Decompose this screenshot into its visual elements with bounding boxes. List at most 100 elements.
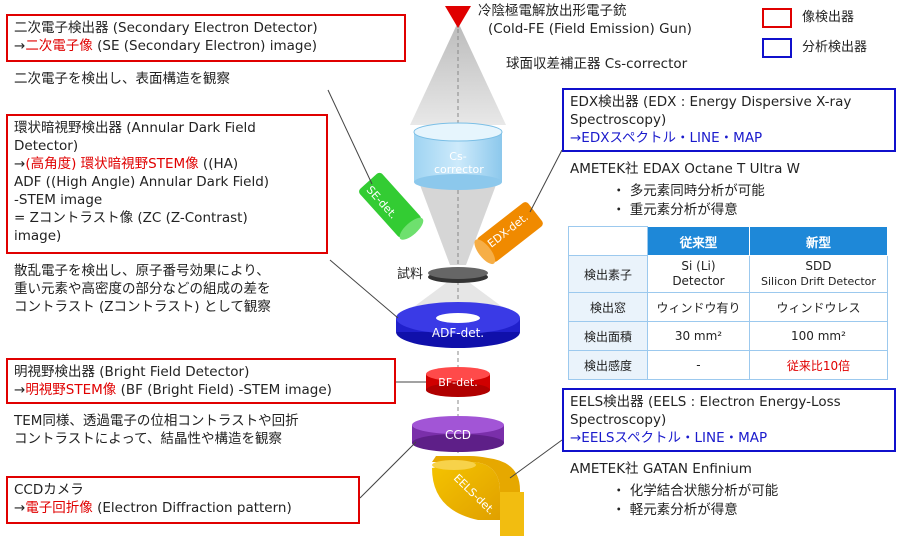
ccd-image-line: →電子回折像 (Electron Diffraction pattern) [14,499,352,517]
table-row: 検出素子 Si (Li)Detector SDD Silicon Drift De… [568,255,889,293]
old-line2: Detector [672,274,725,288]
se-image-rest: (SE (Secondary Electron) image) [92,38,318,54]
adf-line7: image) [14,228,62,244]
adf-desc-1: 散乱電子を検出し、原子番号効果により、 [14,263,270,279]
edx-detector-box: EDX検出器 (EDX : Energy Dispersive X-ray Sp… [562,88,896,152]
adf-line5: -STEM image [14,192,103,208]
eels-title-1: EELS検出器 (EELS : Electron Energy-Loss [570,394,841,410]
new-line2: Silicon Drift Detector [761,275,876,288]
gun-caption: 冷陰極電解放出形電子銃 (Cold-FE (Field Emission) Gu… [478,2,692,38]
row-new: 従来比10倍 [748,350,889,380]
se-image-name: 二次電子像 [25,38,93,54]
adf-image-rest: ((HA) [198,156,239,172]
row-item: 検出感度 [568,350,648,380]
table-row: 検出面積 30 mm² 100 mm² [568,321,889,351]
eels-result: →EELSスペクトル・LINE・MAP [570,430,768,446]
row-old: 30 mm² [647,321,750,351]
row-old: Si (Li)Detector [647,255,750,293]
bf-desc-1: TEM同様、透過電子の位相コントラストや回折 [14,413,299,429]
adf-line6: = Zコントラスト像 (ZC (Z-Contrast) [14,210,248,226]
gun-line2: (Cold-FE (Field Emission) Gun) [488,21,692,37]
eels-detector [432,456,524,536]
bf-image-rest: (BF (Bright Field) -STEM image) [116,382,332,398]
ccd-arrow: → [14,500,26,516]
ccd-camera-box: CCDカメラ →電子回折像 (Electron Diffraction patt… [6,476,360,524]
eels-detector-box: EELS検出器 (EELS : Electron Energy-Loss Spe… [562,388,896,452]
adf-det-label: ADF-det. [431,326,485,340]
edx-bullet-2: ・ 重元素分析が得意 [612,202,738,218]
cs-corrector-cylinder [413,122,503,190]
electron-gun-icon [445,6,471,28]
eels-bullet-2: ・ 軽元素分析が得意 [612,502,738,518]
edx-product: AMETEK社 EDAX Octane T Ultra W [570,161,800,177]
adf-image-line: →(高角度) 環状暗視野STEM像 ((HA) [14,155,320,173]
bf-desc-2: コントラストによって、結晶性や構造を観察 [14,431,282,447]
bf-image-line: →明視野STEM像 (BF (Bright Field) -STEM image… [14,381,388,399]
bf-detector-box: 明視野検出器 (Bright Field Detector) →明視野STEM像… [6,358,396,404]
bf-description: TEM同様、透過電子の位相コントラストや回折 コントラストによって、結晶性や構造… [14,412,299,448]
row-new: 100 mm² [748,321,889,351]
row-new: SDD Silicon Drift Detector [748,255,889,293]
edx-title-2: Spectroscopy) [570,112,667,128]
eels-title-2: Spectroscopy) [570,412,667,428]
sample-disk [428,267,488,283]
edx-detector [474,202,543,265]
col-new-header: 新型 [748,226,889,256]
adf-description: 散乱電子を検出し、原子番号効果により、 重い元素や高密度の部分などの組成の差を … [14,262,271,316]
row-new: ウィンドウレス [748,292,889,322]
edx-bullet-1: ・ 多元素同時分析が可能 [612,183,765,199]
edx-comparison-table: 従来型 新型 検出素子 Si (Li)Detector SDD Silicon D… [568,226,889,380]
cs-label-line1: Cs- [449,150,467,163]
bf-arrow: → [14,382,26,398]
adf-detector-box: 環状暗視野検出器 (Annular Dark Field Detector) →… [6,114,328,254]
cs-corrector-label: Cs- corrector [434,150,484,176]
se-detector [359,172,424,240]
row-item: 検出窓 [568,292,648,322]
legend-image-swatch [762,8,792,28]
edx-result: →EDXスペクトル・LINE・MAP [570,130,763,146]
adf-line4: ADF ((High Angle) Annular Dark Field) [14,174,270,190]
ccd-label: CCD [445,428,471,442]
legend-analysis-label: 分析検出器 [802,40,868,55]
se-arrow: → [14,38,26,54]
adf-title-2: Detector) [14,138,79,154]
ccd-image-rest: (Electron Diffraction pattern) [92,500,292,516]
bf-image-name: 明視野STEM像 [25,382,117,398]
bf-det-label: BF-det. [438,376,478,389]
new-line1: SDD [805,259,832,273]
legend-image-label: 像検出器 [802,10,855,25]
se-description: 二次電子を検出し、表面構造を観察 [14,71,230,87]
bf-detector [426,367,490,397]
cs-corrector-caption: 球面収差補正器 Cs-corrector [506,56,688,72]
adf-title-1: 環状暗視野検出器 (Annular Dark Field [14,120,256,136]
table-row: 検出窓 ウィンドウ有り ウィンドウレス [568,292,889,322]
ccd-title: CCDカメラ [14,482,84,498]
table-row: 検出感度 - 従来比10倍 [568,350,889,380]
se-detector-box: 二次電子検出器 (Secondary Electron Detector) →二… [6,14,406,62]
adf-detector [396,302,520,348]
gun-line1: 冷陰極電解放出形電子銃 [478,3,627,19]
se-title: 二次電子検出器 (Secondary Electron Detector) [14,20,318,36]
row-old: ウィンドウ有り [647,292,750,322]
cs-label-line2: corrector [434,163,484,176]
row-old: - [647,350,750,380]
se-image-line: →二次電子像 (SE (Secondary Electron) image) [14,37,398,55]
ccd-camera [412,416,504,452]
edx-title-1: EDX検出器 (EDX : Energy Dispersive X-ray [570,94,852,110]
adf-desc-2: 重い元素や高密度の部分などの組成の差を [14,281,271,297]
legend-analysis-swatch [762,38,792,58]
row-item: 検出素子 [568,255,648,293]
eels-bullet-1: ・ 化学結合状態分析が可能 [612,483,779,499]
adf-image-name: (高角度) 環状暗視野STEM像 [25,156,199,172]
ccd-image-name: 電子回折像 [25,500,93,516]
sample-label: 試料 [397,267,424,282]
row-item: 検出面積 [568,321,648,351]
adf-desc-3: コントラスト (Zコントラスト) として観察 [14,299,271,315]
eels-product: AMETEK社 GATAN Enfinium [570,461,752,477]
old-line1: Si (Li) [681,259,716,273]
table-corner [568,226,648,256]
table-header-row: 従来型 新型 [568,226,889,256]
adf-arrow: → [14,156,26,172]
